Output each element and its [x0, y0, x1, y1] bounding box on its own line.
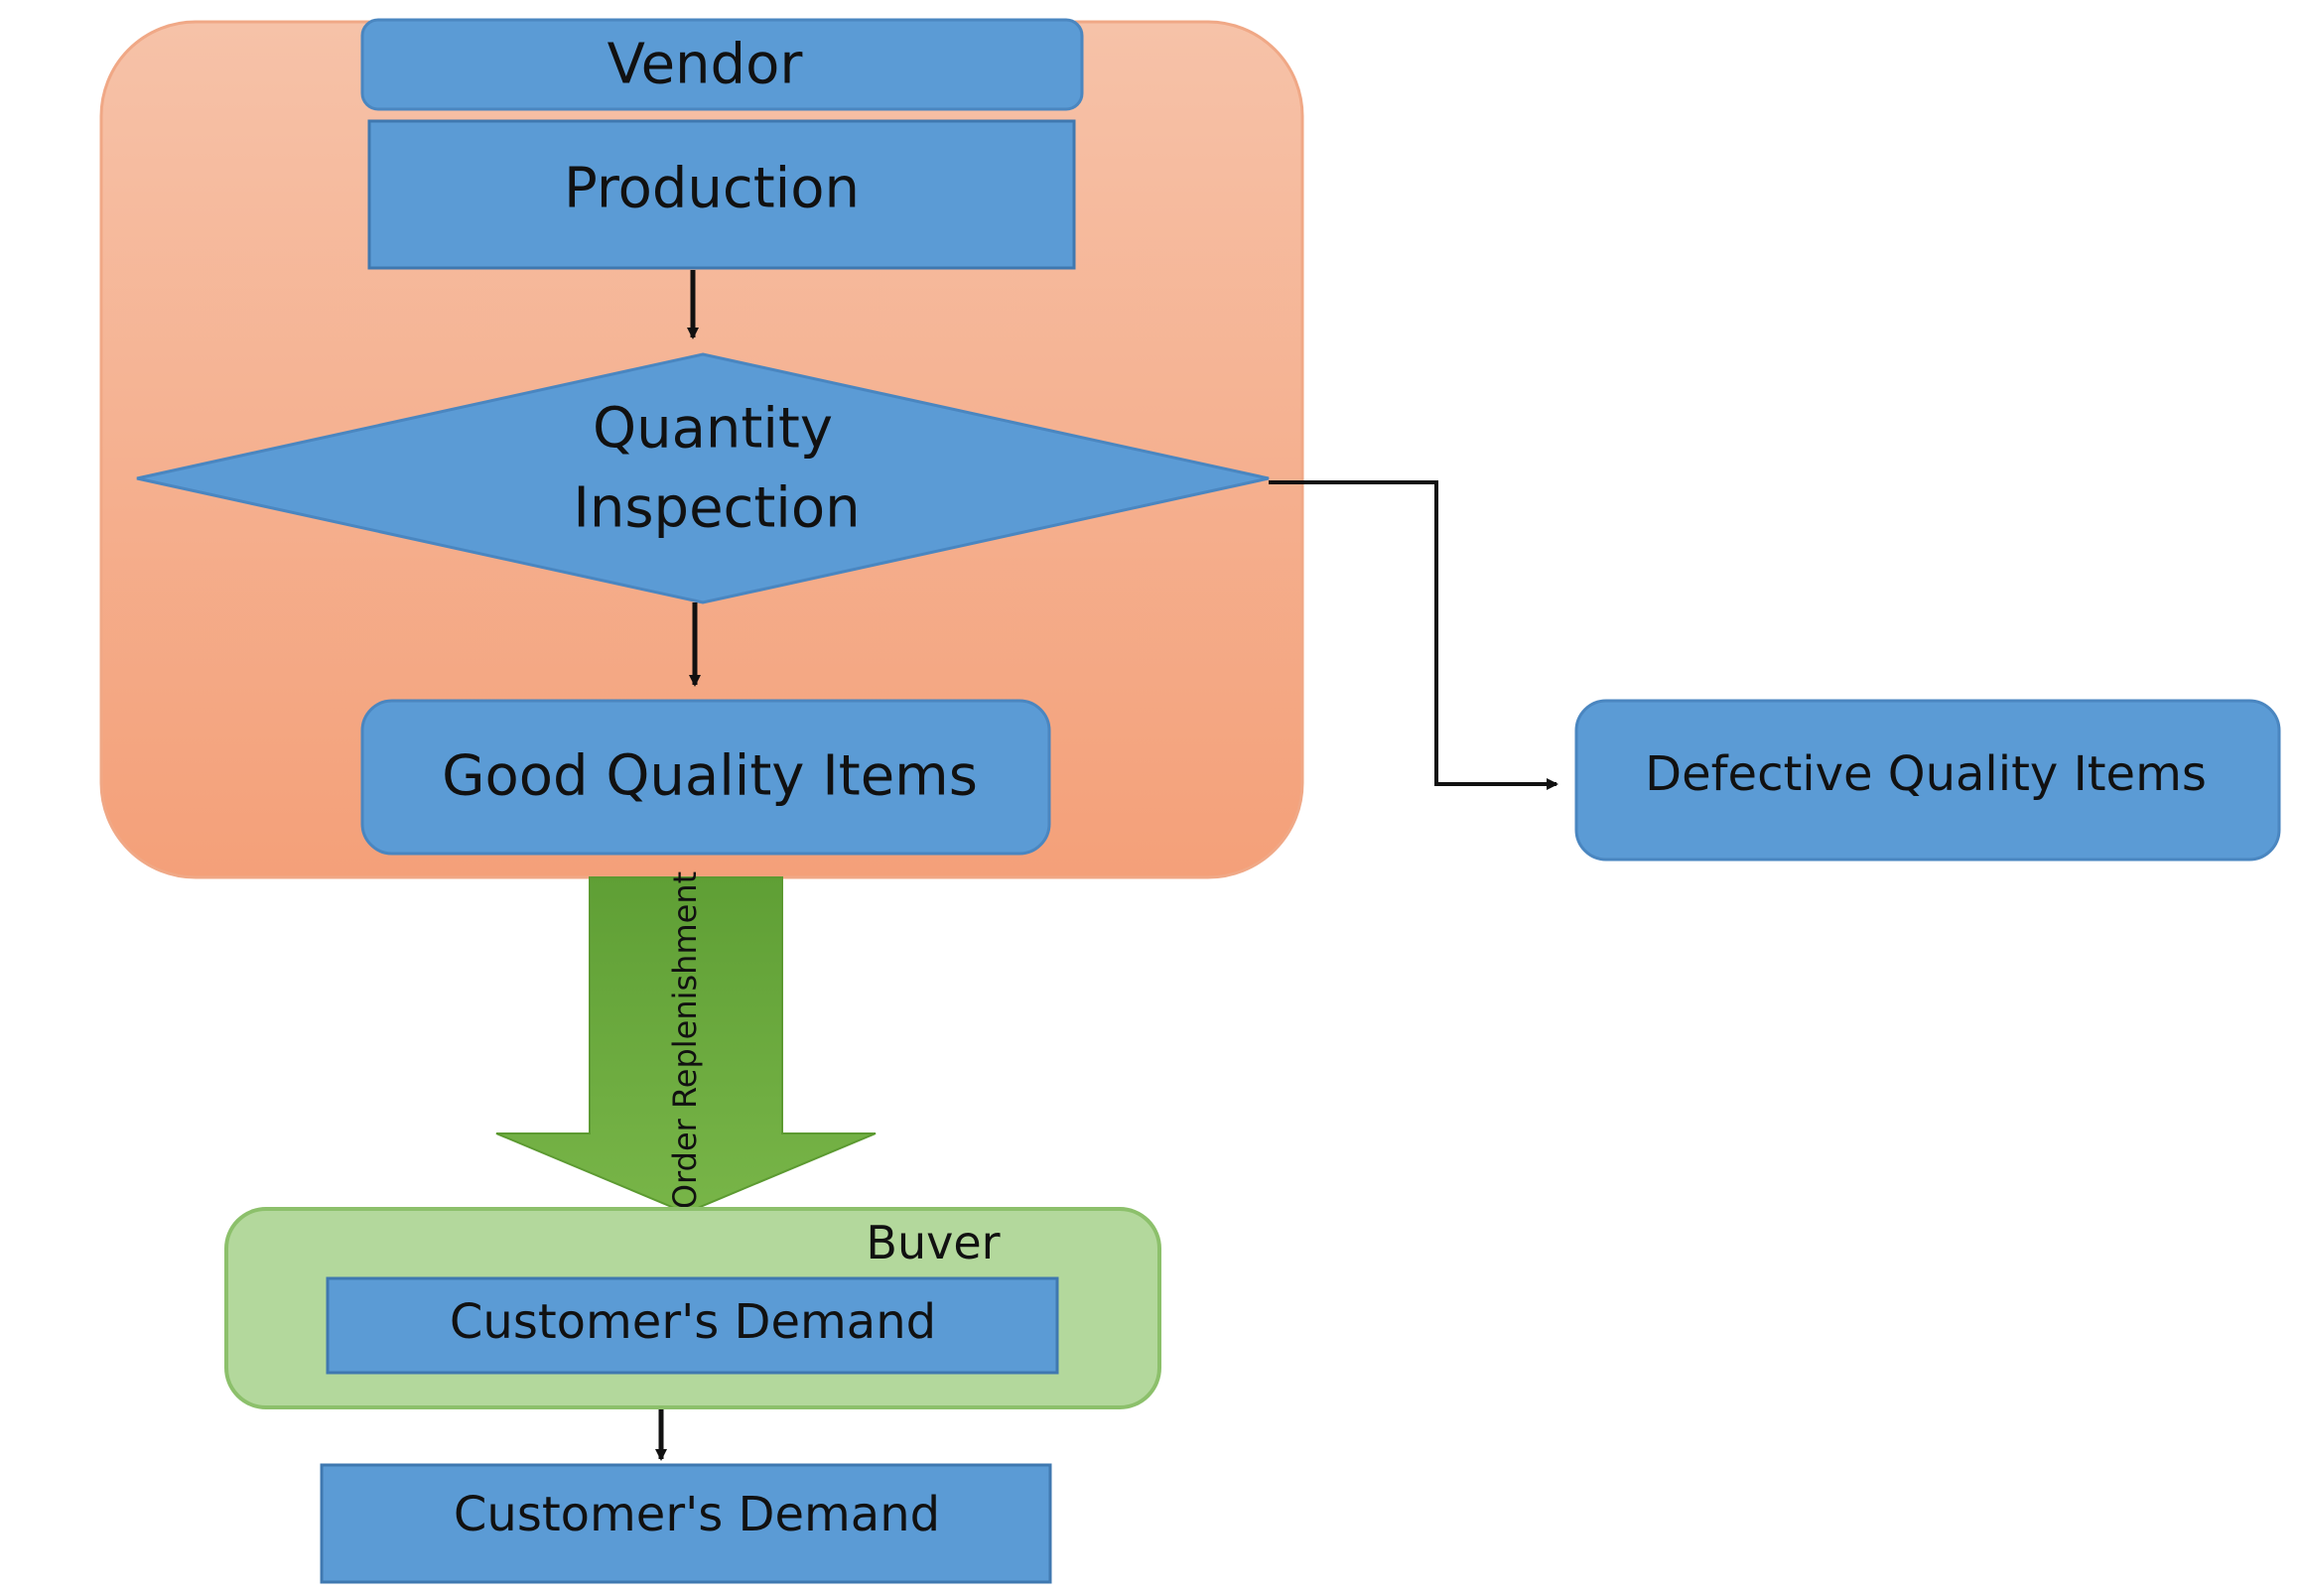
buyer-demand-label: Customer's Demand	[450, 1294, 936, 1350]
production-box	[367, 119, 1076, 270]
customer-demand-box	[320, 1463, 1052, 1584]
good-items-box	[360, 699, 1051, 856]
defective-items-box	[1574, 699, 2281, 862]
order-replenishment-arrow	[495, 876, 877, 1215]
customer-demand-label: Customer's Demand	[454, 1487, 940, 1542]
good-items-label: Good Quality Items	[442, 744, 978, 809]
production-label: Production	[564, 157, 860, 221]
vendor-title: Vendor	[608, 33, 804, 97]
connector-inspection-defective	[1269, 480, 1558, 790]
order-replenishment-label: Order Replenishment	[666, 871, 704, 1209]
vendor-title-box	[360, 18, 1084, 111]
inspection-label-line2: Inspection	[573, 476, 860, 541]
inspection-diamond	[136, 352, 1270, 604]
buyer-title: Buver	[866, 1216, 1000, 1269]
buyer-demand-box	[326, 1276, 1059, 1375]
defective-items-label: Defective Quality Items	[1645, 746, 2207, 802]
inspection-label-line1: Quantity	[593, 397, 833, 462]
